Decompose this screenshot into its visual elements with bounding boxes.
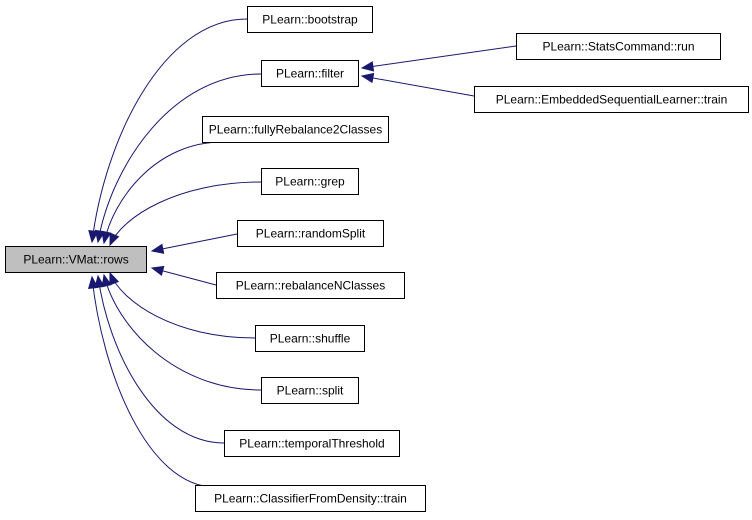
arrow-head-icon [88, 229, 99, 244]
node-label: PLearn::ClassifierFromDensity::train [214, 492, 407, 506]
edge-fullyRebalance-to-rows [101, 141, 223, 245]
node-box[interactable] [516, 33, 721, 60]
edge-split-to-rows [101, 273, 262, 391]
node-grep[interactable]: PLearn::grep [261, 168, 359, 195]
edge-shuffle-to-rows [109, 271, 256, 339]
node-box[interactable] [216, 272, 405, 299]
node-rows[interactable]: PLearn::VMat::rows [5, 246, 147, 273]
node-box[interactable] [237, 220, 384, 247]
edge-randomSplit-to-rows [150, 233, 238, 254]
node-box[interactable] [255, 325, 365, 352]
edges-layer [87, 18, 517, 488]
node-classifier[interactable]: PLearn::ClassifierFromDensity::train [195, 485, 426, 512]
node-label: PLearn::StatsCommand::run [542, 40, 694, 54]
arrow-head-icon [101, 230, 112, 245]
node-box[interactable] [261, 60, 359, 87]
edge-rebalance-to-rows [150, 265, 217, 286]
node-label: PLearn::VMat::rows [23, 253, 128, 267]
arrow-head-icon [360, 61, 375, 72]
node-temporal[interactable]: PLearn::temporalThreshold [224, 430, 400, 457]
node-label: PLearn::temporalThreshold [239, 437, 384, 451]
node-box[interactable] [5, 246, 147, 273]
node-label: PLearn::EmbeddedSequentialLearner::train [496, 93, 728, 107]
node-label: PLearn::bootstrap [262, 13, 358, 27]
node-fullyRebalance[interactable]: PLearn::fullyRebalance2Classes [202, 116, 389, 143]
arrow-head-icon [87, 275, 99, 289]
arrow-head-icon [360, 72, 375, 84]
node-embedded[interactable]: PLearn::EmbeddedSequentialLearner::train [474, 86, 749, 113]
node-label: PLearn::fullyRebalance2Classes [209, 123, 382, 137]
nodes-layer: PLearn::VMat::rows PLearn::bootstrapPLear… [5, 6, 749, 512]
node-box[interactable] [247, 6, 373, 33]
node-label: PLearn::grep [275, 175, 345, 189]
edge-stats-to-filter [360, 45, 517, 72]
node-label: PLearn::randomSplit [256, 227, 366, 241]
node-bootstrap[interactable]: PLearn::bootstrap [247, 6, 373, 33]
arrow-head-icon [101, 273, 112, 288]
node-box[interactable] [261, 377, 359, 404]
arrow-head-icon [109, 271, 120, 286]
arrow-head-icon [109, 232, 120, 247]
edge-bootstrap-to-rows [88, 18, 248, 244]
node-shuffle[interactable]: PLearn::shuffle [255, 325, 365, 352]
arrow-head-icon [94, 274, 105, 289]
edge-filter-to-rows [94, 73, 262, 244]
node-label: PLearn::rebalanceNClasses [236, 279, 385, 293]
arrow-head-icon [150, 265, 165, 277]
edge-embedded-to-filter [360, 72, 475, 97]
node-stats[interactable]: PLearn::StatsCommand::run [516, 33, 721, 60]
node-filter[interactable]: PLearn::filter [261, 60, 359, 87]
node-box[interactable] [202, 116, 389, 143]
node-rebalance[interactable]: PLearn::rebalanceNClasses [216, 272, 405, 299]
node-randomSplit[interactable]: PLearn::randomSplit [237, 220, 384, 247]
arrow-head-icon [150, 243, 165, 254]
node-box[interactable] [261, 168, 359, 195]
node-box[interactable] [224, 430, 400, 457]
edge-classifier-to-rows [87, 275, 216, 488]
node-label: PLearn::filter [276, 67, 344, 81]
node-box[interactable] [195, 485, 426, 512]
node-label: PLearn::split [277, 384, 344, 398]
node-split[interactable]: PLearn::split [261, 377, 359, 404]
node-label: PLearn::shuffle [270, 332, 351, 346]
edge-grep-to-rows [109, 181, 262, 247]
node-box[interactable] [474, 86, 749, 113]
edge-temporal-to-rows [94, 274, 225, 444]
